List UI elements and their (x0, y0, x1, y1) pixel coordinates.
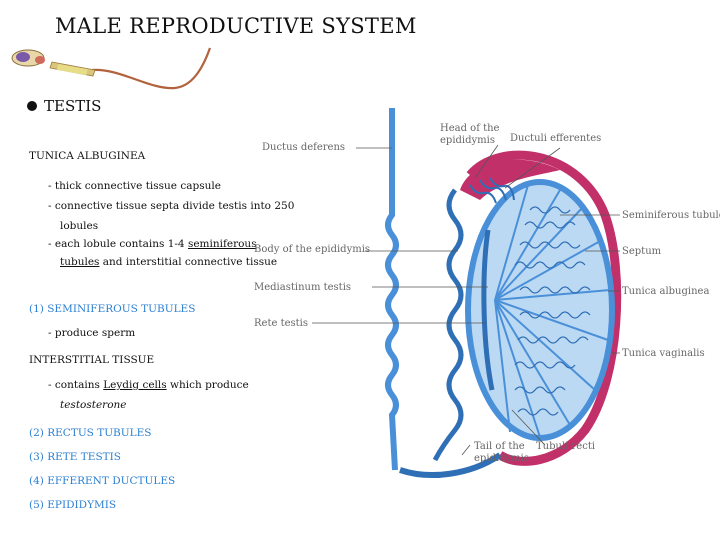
tunica-vaginalis-shape (466, 150, 622, 466)
ductuli-efferentes (469, 177, 515, 204)
label-head-epididymis-1: Head of the (440, 123, 500, 134)
label-head-epididymis-2: epididymis (440, 135, 495, 146)
label-mediastinum-testis: Mediastinum testis (254, 282, 351, 293)
tunica-heading: TUNICA ALBUGINEA (29, 150, 146, 162)
bullet-icon (27, 101, 37, 111)
seminiferous-line-1: - produce sperm (48, 327, 136, 339)
ductus-deferens (385, 108, 399, 471)
tunica-line-2b: lobules (60, 220, 99, 232)
label-tail-epididymis-1: Tail of the (474, 441, 525, 452)
section-heading: TESTIS (44, 97, 102, 115)
epididymis-body (432, 188, 464, 462)
tunica-line-3b-text: and interstitial connective tissue (99, 256, 278, 268)
tunica-line-2: - connective tissue septa divide testis … (48, 200, 295, 212)
interstitial-heading: INTERSTITIAL TISSUE (29, 354, 155, 366)
leydig-link[interactable]: Leydig cells (103, 379, 167, 391)
seminiferous-tubules (514, 206, 591, 416)
label-tail-epididymis-2: epididymis (474, 453, 529, 464)
interstitial-line-1-text: - contains (48, 379, 104, 391)
interstitial-line-1: - contains Leydig cells which produce (48, 379, 249, 392)
seminiferous-link[interactable]: seminiferous (187, 238, 257, 250)
list-item-epididymis: (5) EPIDIDYMIS (29, 499, 117, 511)
label-tubuli-recti: Tubuli recti (536, 441, 595, 452)
leader-lines (312, 144, 620, 456)
label-septum: Septum (622, 246, 662, 257)
label-tunica-albuginea: Tunica albuginea (622, 286, 709, 297)
tubules-link[interactable]: tubules (60, 256, 100, 268)
list-item-rete: (3) RETE TESTIS (29, 451, 121, 463)
label-seminiferous-tubule: Seminiferous tubule (622, 210, 720, 221)
label-rete-testis: Rete testis (254, 318, 308, 329)
tunica-line-3b: tubules and interstitial connective tiss… (60, 256, 277, 269)
interstitial-line-1-post: which produce (166, 379, 249, 391)
list-item-efferent: (4) EFFERENT DUCTULES (29, 475, 176, 487)
epididymis-tail (399, 452, 502, 478)
tunica-line-3-text: - each lobule contains 1-4 (48, 238, 188, 250)
label-body-epididymis: Body of the epididymis (254, 244, 370, 255)
seminiferous-heading: (1) SEMINIFEROUS TUBULES (29, 303, 196, 315)
septa (494, 184, 611, 438)
page-title: MALE REPRODUCTIVE SYSTEM (55, 14, 417, 38)
tunica-line-3: - each lobule contains 1-4 seminiferous (48, 238, 257, 251)
label-ductuli-efferentes: Ductuli efferentes (510, 133, 601, 144)
testis-body (465, 179, 615, 441)
label-ductus-deferens: Ductus deferens (262, 142, 345, 153)
mediastinum-testis (481, 229, 495, 391)
head-magenta-shape (460, 159, 560, 200)
tunica-line-1: - thick connective tissue capsule (48, 180, 221, 192)
label-tunica-vaginalis: Tunica vaginalis (622, 348, 705, 359)
interstitial-line-2: testosterone (60, 399, 127, 411)
list-item-rectus: (2) RECTUS TUBULES (29, 427, 152, 439)
